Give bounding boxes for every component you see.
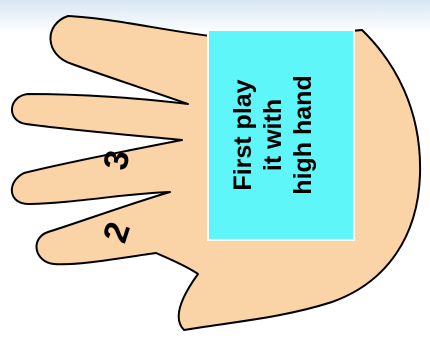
card-line-2: it with [259,99,287,171]
card-line-1: First play [229,79,257,190]
card-line-3: high hand [289,75,317,194]
